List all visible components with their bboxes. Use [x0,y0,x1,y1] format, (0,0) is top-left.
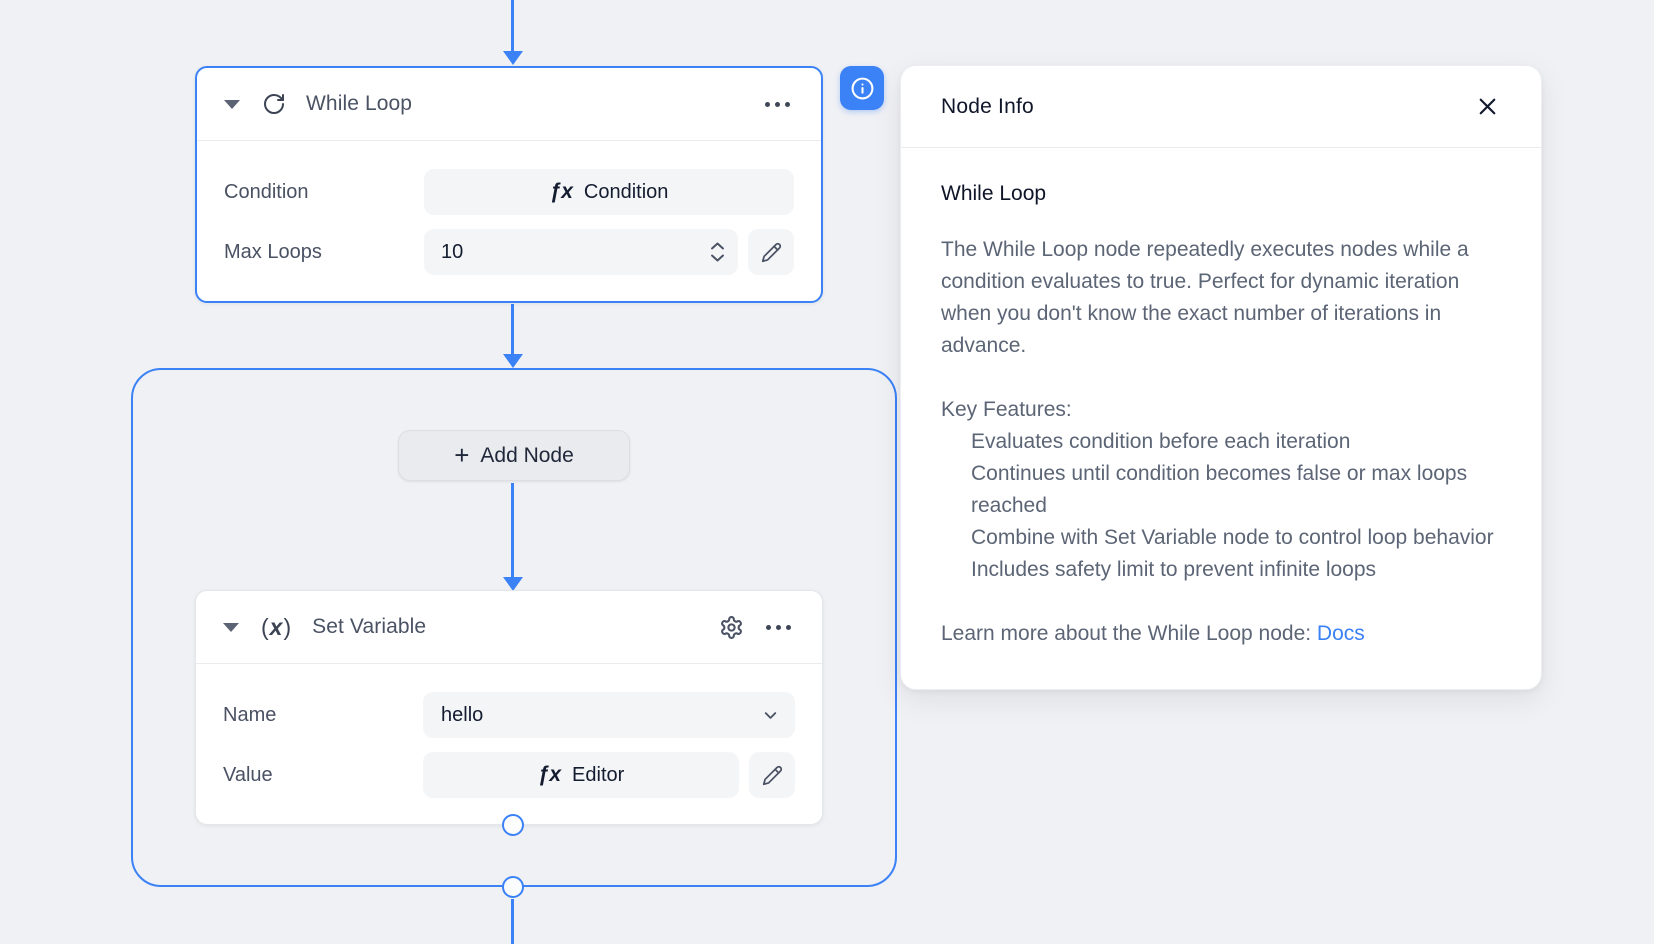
feature-item: Evaluates condition before each iteratio… [971,430,1351,453]
flow-line-incoming [511,0,514,52]
node-info-panel-body: While Loop The While Loop node repeatedl… [901,148,1541,650]
feature-item: Combine with Set Variable node to contro… [971,526,1494,549]
gear-icon [721,615,742,639]
while-loop-node-header: While Loop [197,68,821,141]
variable-icon: (x) [261,613,293,640]
number-stepper [710,242,725,263]
panel-title: Node Info [941,94,1034,118]
fx-icon: ƒx [549,180,573,203]
collapse-caret-icon[interactable] [224,99,240,109]
ellipsis-icon [765,101,790,107]
docs-link[interactable]: Docs [1316,622,1365,645]
flow-line-to-set-variable [511,483,514,578]
value-editor-button[interactable]: ƒx Editor [423,752,739,798]
loop-icon [262,92,286,116]
node-info-heading: While Loop [941,182,1047,205]
node-title: While Loop [306,92,413,115]
pencil-icon [762,765,782,785]
node-menu-button[interactable] [762,621,795,634]
name-field-row: Name hello [223,692,795,738]
info-icon [851,77,873,99]
chevron-down-icon [764,711,777,719]
variable-name-select[interactable]: hello [423,692,795,738]
pencil-icon [761,242,781,262]
features-heading: Key Features: [941,398,1072,421]
condition-field-row: Condition ƒx Condition [224,169,794,215]
value-edit-button[interactable] [749,752,795,798]
flow-line-to-loop-body [511,304,514,355]
node-settings-button[interactable] [715,611,748,644]
condition-expression-button[interactable]: ƒx Condition [424,169,794,215]
field-label: Max Loops [224,240,322,263]
node-menu-button[interactable] [761,98,794,111]
node-title: Set Variable [312,615,427,638]
add-node-button[interactable]: + Add Node [398,430,630,481]
arrowhead-to-set-variable [503,577,523,591]
close-panel-button[interactable] [1472,91,1503,122]
loop-body-output-handle[interactable] [502,876,524,898]
close-icon [1479,98,1496,115]
field-label: Name [223,703,277,726]
set-variable-node-body: Name hello Value ƒx Editor [196,664,822,798]
feature-item: Includes safety limit to prevent infinit… [971,558,1377,581]
node-info-button[interactable] [840,66,884,110]
node-info-panel-header: Node Info [901,66,1541,148]
set-variable-output-handle[interactable] [502,814,524,836]
while-loop-node-body: Condition ƒx Condition Max Loops [197,141,821,275]
learn-more: Learn more about the While Loop node: Do… [941,622,1365,645]
while-loop-node[interactable]: While Loop Condition ƒx Condition Max Lo… [195,66,823,303]
field-label: Condition [224,180,309,203]
features-list: Evaluates condition before each iteratio… [941,426,1501,586]
node-info-panel: Node Info While Loop The While Loop node… [900,65,1542,690]
max-loops-field-row: Max Loops [224,229,794,275]
plus-icon: + [454,439,470,470]
set-variable-node[interactable]: (x) Set Variable Name hello Value ƒx [195,590,823,825]
feature-item: Continues until condition becomes false … [971,462,1468,517]
stepper-up-button[interactable] [710,242,725,251]
arrowhead-to-loop-body [503,354,523,368]
field-label: Value [223,763,273,786]
stepper-down-button[interactable] [710,254,725,263]
arrowhead-incoming [503,51,523,65]
max-loops-edit-button[interactable] [748,229,794,275]
max-loops-input[interactable] [424,229,738,275]
flow-line-outgoing [511,899,514,944]
collapse-caret-icon[interactable] [223,622,239,632]
ellipsis-icon [766,624,791,630]
value-field-row: Value ƒx Editor [223,752,795,798]
node-description: The While Loop node repeatedly executes … [941,238,1469,357]
fx-icon: ƒx [537,763,562,786]
set-variable-node-header: (x) Set Variable [196,591,822,664]
